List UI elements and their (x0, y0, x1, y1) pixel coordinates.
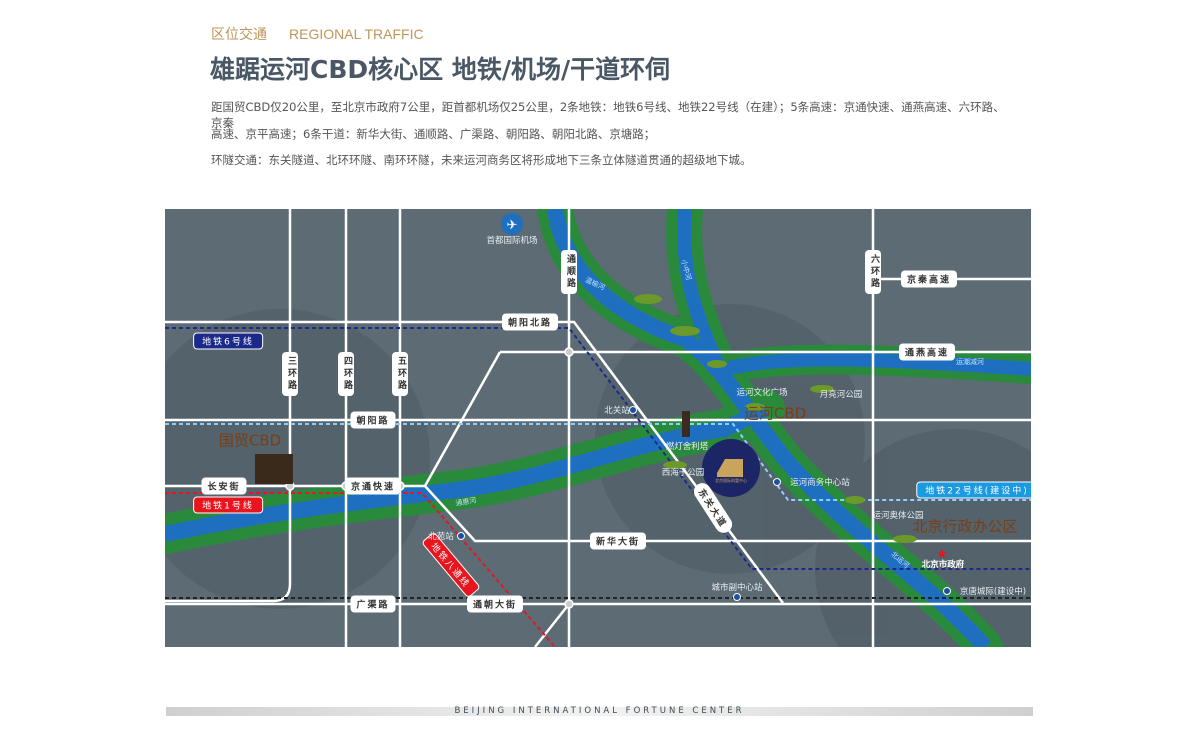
road-chaoyang-north: 朝阳北路 (501, 313, 559, 331)
section-kicker: 区位交通 REGIONAL TRAFFIC (211, 24, 446, 44)
label-pagoda: 燃灯舍利塔 (665, 442, 709, 452)
road-jingtong: 京通快速 (344, 477, 402, 495)
label-jingtang: 京唐城际(建设中) (959, 587, 1027, 597)
subway-line1-tag: 地铁1号线 (193, 496, 263, 514)
svg-text:✈: ✈ (507, 218, 518, 233)
road-chaoyang: 朝阳路 (350, 411, 396, 429)
label-canal-square: 运河文化广场 (736, 388, 788, 398)
road-tongyan: 通燕高速 (898, 343, 956, 361)
area-guomao: 国贸CBD (218, 431, 282, 450)
road-guangqu: 广渠路 (350, 595, 396, 613)
road-jingqin: 京秦高速 (900, 270, 958, 288)
road-tongshun: 通顺路 (561, 250, 577, 294)
road-fifth-ring: 五环路 (392, 352, 408, 396)
station-icon (457, 406, 951, 601)
label-gov: 北京市政府 (921, 560, 965, 570)
road-sixth-ring: 六环路 (865, 250, 881, 294)
kicker-cn: 区位交通 (211, 26, 267, 42)
tree-icon (634, 294, 917, 543)
label-olympic-park: 运河奥体公园 (872, 511, 924, 521)
paragraph: 距国贸CBD仅20公里，至北京市政府7公里，距首都机场仅25公里，2条地铁：地铁… (211, 100, 1005, 130)
label-beiyuan: 北苑站 (428, 532, 454, 542)
kicker-en: REGIONAL TRAFFIC (289, 26, 424, 42)
label-airport: 首都国际机场 (486, 236, 538, 246)
label-subcenter-station: 城市副中心站 (711, 583, 763, 593)
footer-brand: BEIJING INTERNATIONAL FORTUNE CENTER (166, 707, 1033, 716)
road-changan: 长安街 (201, 477, 247, 495)
label-xihaizi: 西海子公园 (661, 468, 705, 478)
area-canal-cbd: 运河CBD (743, 404, 807, 423)
star-icon: ★ (936, 547, 948, 562)
road-third-ring: 三环路 (282, 352, 298, 396)
label-moon-park: 月亮河公园 (819, 390, 863, 400)
area-admin: 北京行政办公区 (912, 517, 1018, 536)
subway-line6-tag: 地铁6号线 (193, 332, 263, 350)
label-beiguan: 北关站 (604, 406, 630, 416)
subway-line22-tag: 地铁22号线(建设中) (916, 481, 1031, 499)
airplane-icon (501, 213, 523, 235)
traffic-map: ✈ ★ 三环路 四环路 五环路 通顺路 六环路 朝阳北路 京秦高速 通燕高速 朝… (165, 209, 1031, 647)
guomao-buildings-icon (255, 454, 293, 484)
label-project: 北京国际财富中心 (715, 478, 747, 483)
road-fourth-ring: 四环路 (338, 352, 354, 396)
paragraph: 环隧交通：东关隧道、北环环隧、南环环隧，未来运河商务区将形成地下三条立体隧道贯通… (211, 153, 752, 167)
river-yunchao: 运潮减河 (956, 358, 984, 366)
page-title: 雄踞运河CBD核心区 地铁/机场/干道环伺 (210, 55, 671, 84)
road-xinhua: 新华大街 (589, 532, 647, 550)
label-canal-business-station: 运河商务中心站 (790, 478, 850, 488)
pagoda-icon (682, 411, 690, 437)
road-tongchao: 通朝大街 (466, 595, 524, 613)
paragraph: 高速、京平高速；6条干道：新华大街、通顺路、广渠路、朝阳路、朝阳北路、京塘路； (211, 127, 656, 141)
